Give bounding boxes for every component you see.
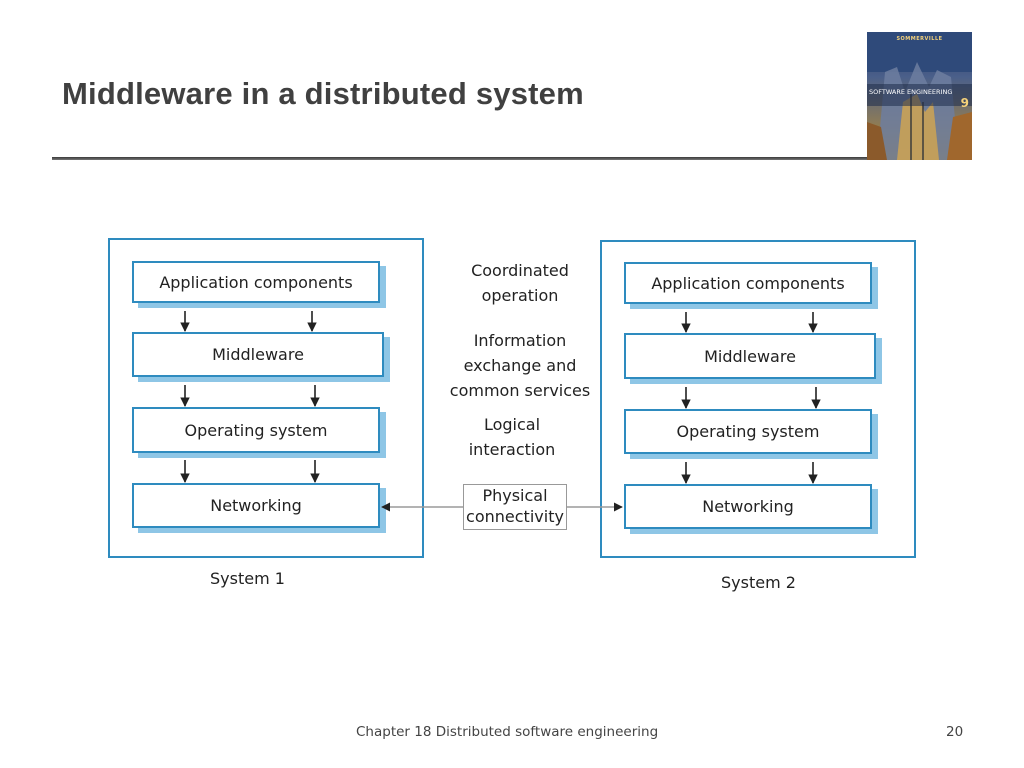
layer-label: Middleware [212, 345, 304, 364]
layer-label: Operating system [676, 422, 820, 441]
system1-layer-networking: Networking [132, 483, 380, 528]
layer-label: Application components [651, 273, 845, 293]
title-divider [52, 157, 870, 160]
relation-coordinated-operation: Coordinated operation [471, 261, 569, 305]
layer-label: Networking [210, 496, 302, 515]
system1-layer-application: Application components [132, 261, 380, 303]
page-number: 20 [946, 724, 964, 740]
system1-layer-os: Operating system [132, 407, 380, 453]
system2-layer-middleware: Middleware [624, 333, 876, 379]
layer-label: Application components [159, 272, 353, 292]
system2-layer-networking: Networking [624, 484, 872, 529]
layer-label: Operating system [184, 420, 328, 440]
slide-title: Middleware in a distributed system [62, 76, 584, 111]
relation-physical-connectivity: Physical connectivity [463, 484, 567, 530]
book-cover-image: SOMMERVILLE SOFTWARE ENGINEERING 9 [867, 32, 972, 160]
relation-information-exchange: Information exchange and common services [449, 331, 591, 400]
footer-chapter: Chapter 18 Distributed software engineer… [356, 724, 659, 740]
layer-label: Networking [702, 497, 794, 516]
system2-layer-os: Operating system [624, 409, 872, 454]
layer-label: Middleware [704, 346, 796, 366]
system2-layer-application: Application components [624, 262, 872, 304]
system1-layer-middleware: Middleware [132, 332, 384, 377]
book-author: SOMMERVILLE [896, 36, 943, 42]
book-edition: 9 [960, 96, 969, 110]
system2-caption: System 2 [721, 573, 796, 592]
book-title: SOFTWARE ENGINEERING [869, 88, 953, 96]
relation-logical-interaction: Logical interaction [468, 415, 556, 459]
system1-caption: System 1 [210, 569, 285, 588]
